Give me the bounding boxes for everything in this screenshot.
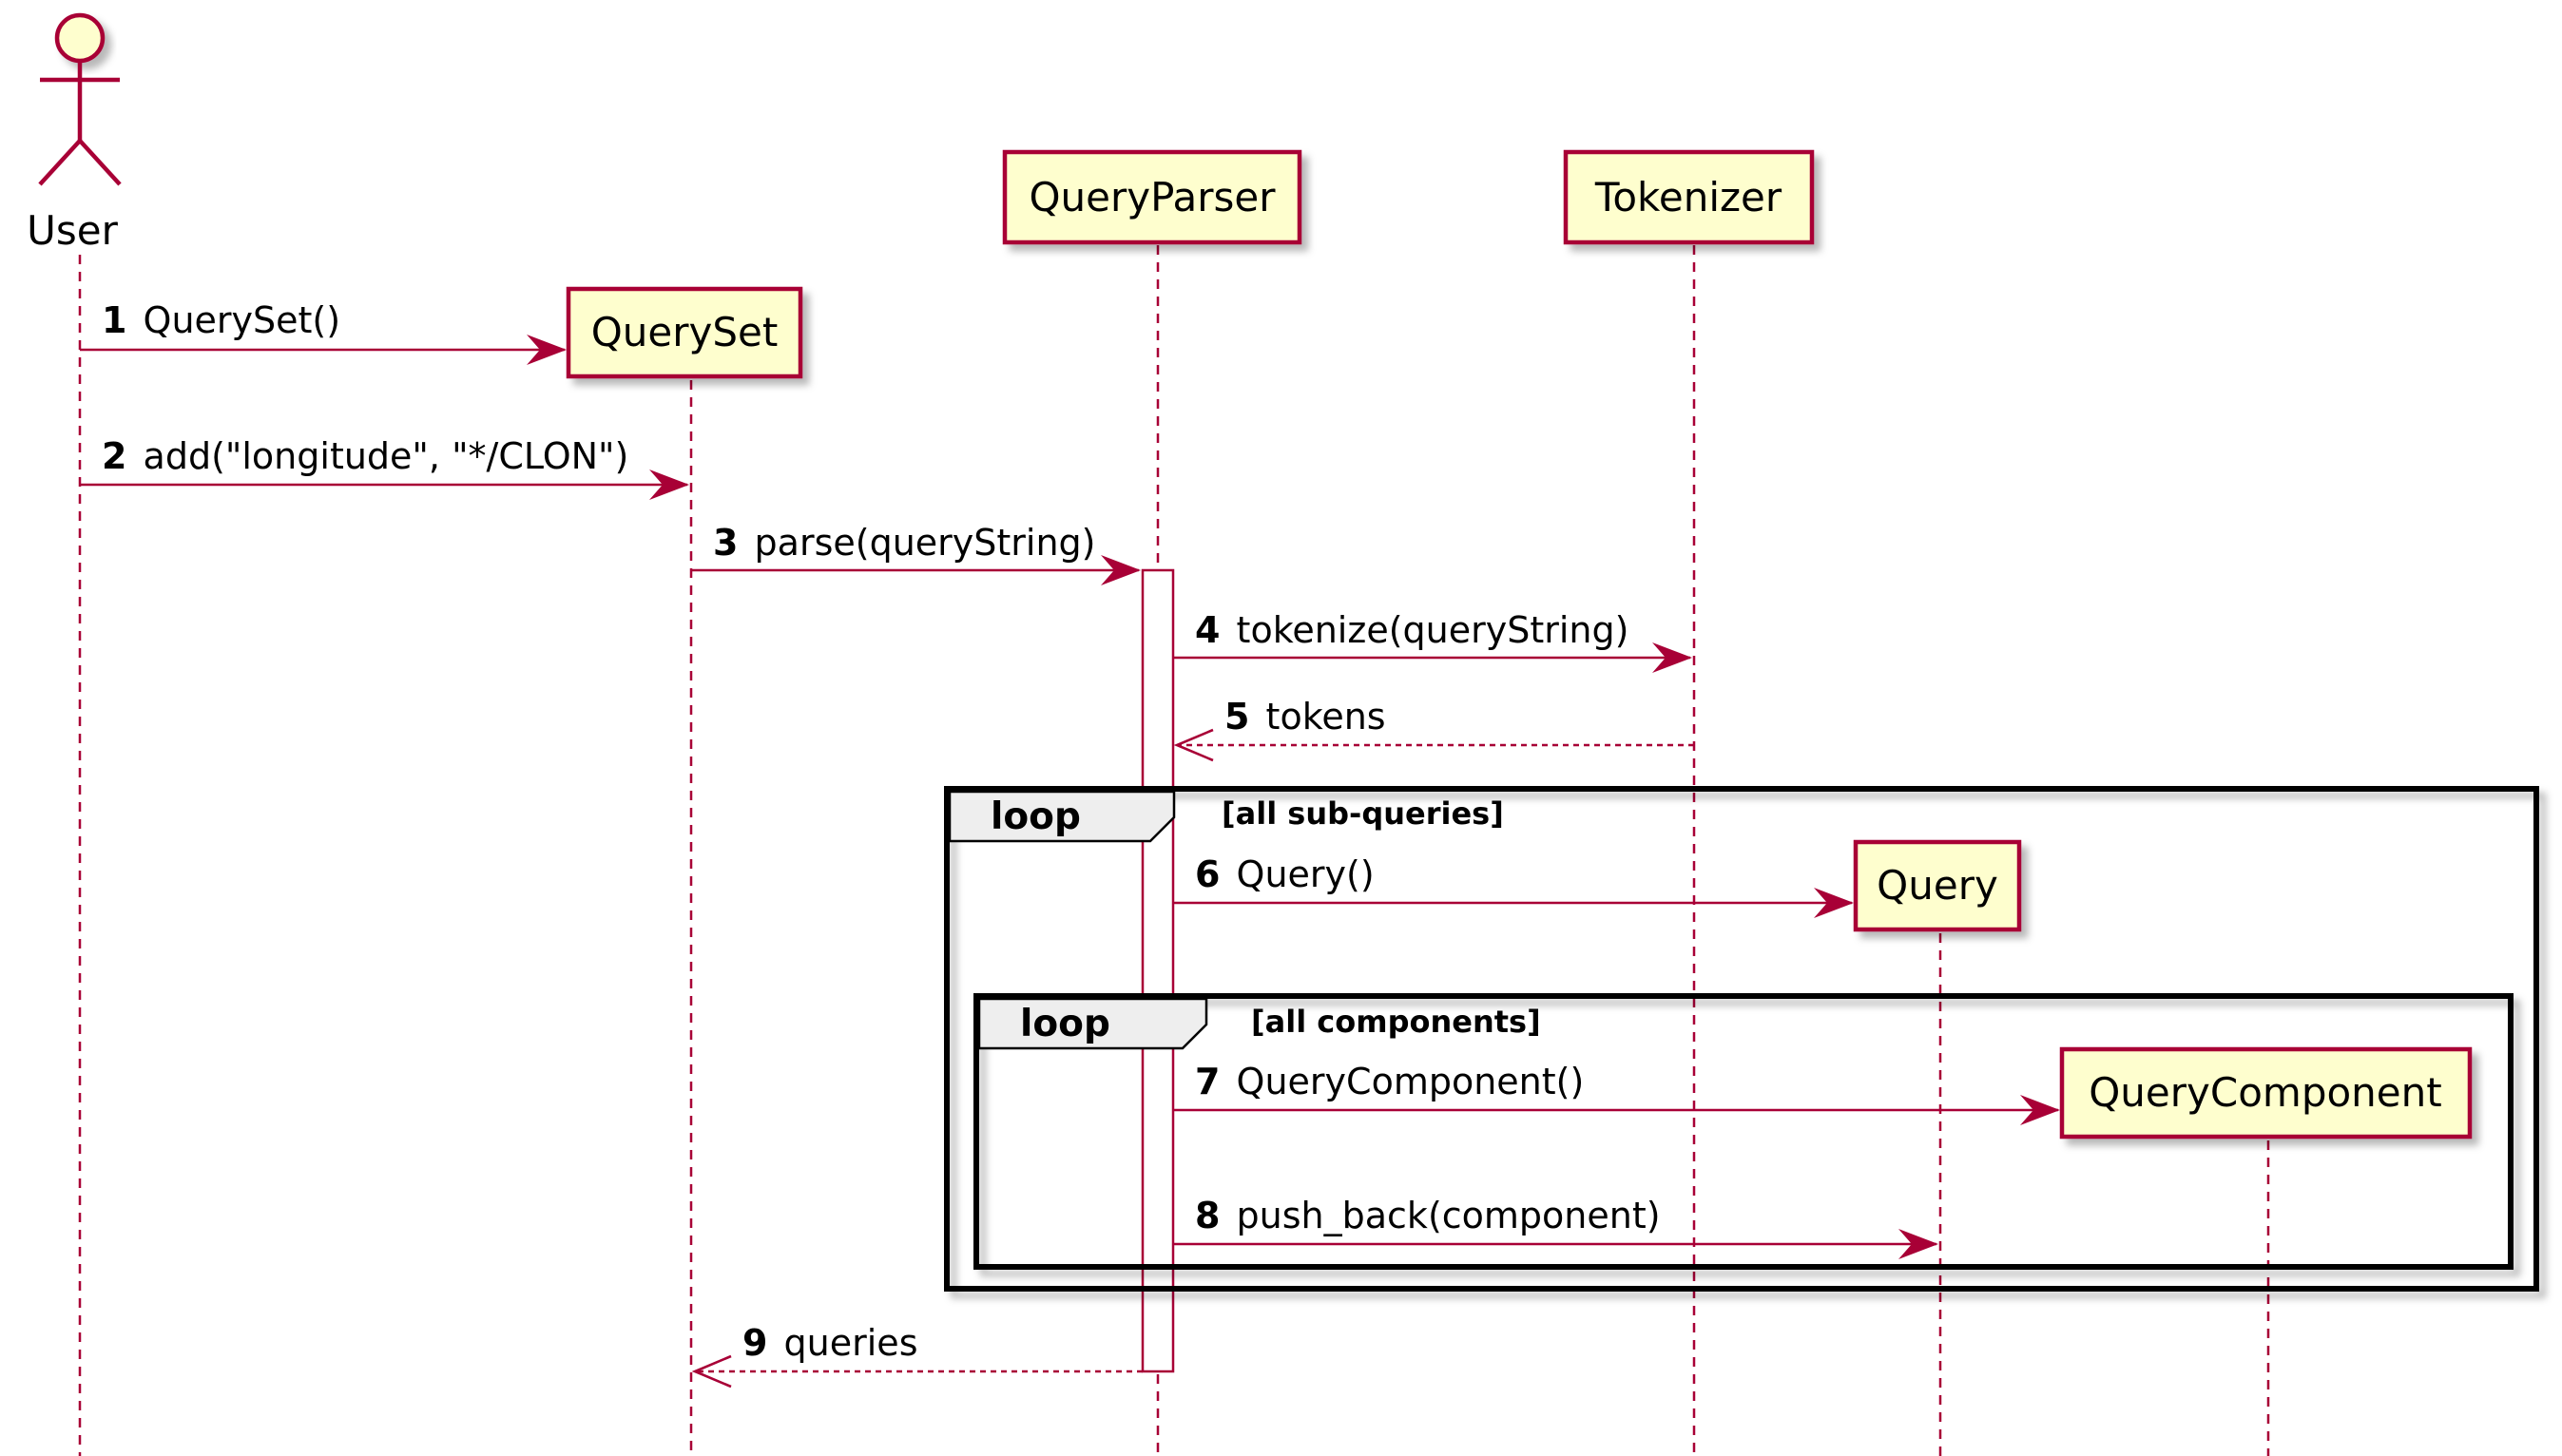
participant-queryparser-box — [1002, 149, 1302, 245]
message-1-arrowhead — [527, 335, 567, 365]
message-4-text: tokenize(queryString) — [1237, 609, 1629, 651]
message-5-text: tokens — [1266, 696, 1386, 738]
actor-label: User — [27, 207, 118, 254]
message-7-number: 7 — [1195, 1061, 1220, 1102]
message-7-arrowhead — [2020, 1095, 2060, 1125]
message-1-number: 1 — [102, 299, 126, 341]
participant-querycomponent-box — [2059, 1046, 2473, 1140]
message-2: 2 add("longitude", "*/CLON") — [80, 435, 689, 500]
participant-tokenizer-label: Tokenizer — [1594, 174, 1782, 220]
participant-queryparser-label: QueryParser — [1029, 174, 1276, 220]
message-3-number: 3 — [713, 522, 738, 564]
message-8-number: 8 — [1195, 1195, 1220, 1236]
message-7-text: QueryComponent() — [1237, 1061, 1585, 1102]
participant-tokenizer: Tokenizer — [1563, 149, 1815, 245]
message-4-label: 4 tokenize(queryString) — [1195, 609, 1628, 651]
message-4-number: 4 — [1195, 609, 1220, 651]
message-6-text: Query() — [1237, 853, 1375, 895]
fragment-outer-keyword: loop — [991, 795, 1081, 838]
message-8-text: push_back(component) — [1237, 1195, 1661, 1236]
message-3-text: parse(queryString) — [755, 522, 1096, 564]
message-2-arrowhead — [649, 469, 689, 500]
participant-queryparser: QueryParser — [1002, 149, 1302, 245]
message-2-label: 2 add("longitude", "*/CLON") — [102, 435, 628, 477]
message-3: 3 parse(queryString) — [691, 522, 1141, 585]
fragment-inner-keyword: loop — [1020, 1003, 1110, 1045]
message-8-label: 8 push_back(component) — [1195, 1195, 1661, 1236]
fragment-outer-tab — [948, 790, 1176, 843]
message-2-text: add("longitude", "*/CLON") — [144, 435, 629, 477]
participant-querycomponent-label: QueryComponent — [2089, 1069, 2441, 1116]
message-9-number: 9 — [742, 1322, 767, 1364]
participant-queryset-box — [566, 286, 803, 379]
message-1-label: 1 QuerySet() — [102, 299, 340, 341]
participant-tokenizer-box — [1563, 149, 1815, 245]
message-9-arrowhead — [691, 1354, 732, 1389]
message-7: 7 QueryComponent() — [1173, 1061, 2060, 1125]
message-7-label: 7 QueryComponent() — [1195, 1061, 1584, 1102]
fragment-outer-frame — [944, 786, 2539, 1292]
message-9: 9 queries — [691, 1322, 1143, 1389]
message-9-text: queries — [784, 1322, 918, 1364]
message-6: 6 Query() — [1173, 853, 1854, 918]
message-6-label: 6 Query() — [1195, 853, 1375, 895]
message-4-arrowhead — [1652, 642, 1692, 673]
actor-left-leg — [38, 139, 82, 186]
participant-query-box — [1853, 839, 2022, 932]
fragment-inner-loop: loop [all components] — [973, 993, 2514, 1270]
fragment-inner-frame — [973, 993, 2514, 1270]
participant-query-label: Query — [1877, 862, 1998, 909]
fragment-inner-tab — [977, 997, 1208, 1050]
participant-queryset: QuerySet — [566, 286, 803, 379]
participant-querycomponent: QueryComponent — [2059, 1046, 2473, 1140]
actor-head — [54, 12, 106, 64]
message-6-arrowhead — [1814, 888, 1854, 918]
fragment-outer-guard: [all sub-queries] — [1222, 795, 1504, 832]
message-1: 1 QuerySet() — [80, 299, 567, 365]
message-8: 8 push_back(component) — [1173, 1195, 1938, 1259]
participant-queryset-label: QuerySet — [591, 309, 779, 355]
message-4: 4 tokenize(queryString) — [1173, 609, 1692, 673]
actor-user: User — [27, 12, 122, 254]
message-5-number: 5 — [1224, 696, 1249, 738]
message-9-label: 9 queries — [742, 1322, 918, 1364]
message-5-label: 5 tokens — [1224, 696, 1386, 738]
message-8-arrowhead — [1898, 1229, 1938, 1259]
fragment-outer-loop: loop [all sub-queries] — [944, 786, 2539, 1292]
message-2-number: 2 — [102, 435, 126, 477]
actor-right-leg — [78, 139, 122, 186]
participant-query: Query — [1853, 839, 2022, 932]
message-5-arrowhead — [1173, 728, 1214, 762]
message-1-text: QuerySet() — [144, 299, 341, 341]
message-6-number: 6 — [1195, 853, 1220, 895]
message-3-label: 3 parse(queryString) — [713, 522, 1096, 564]
message-5: 5 tokens — [1173, 696, 1694, 762]
queryparser-activation — [1141, 568, 1175, 1373]
message-3-arrowhead — [1101, 555, 1141, 585]
fragment-inner-guard: [all components] — [1251, 1004, 1541, 1040]
